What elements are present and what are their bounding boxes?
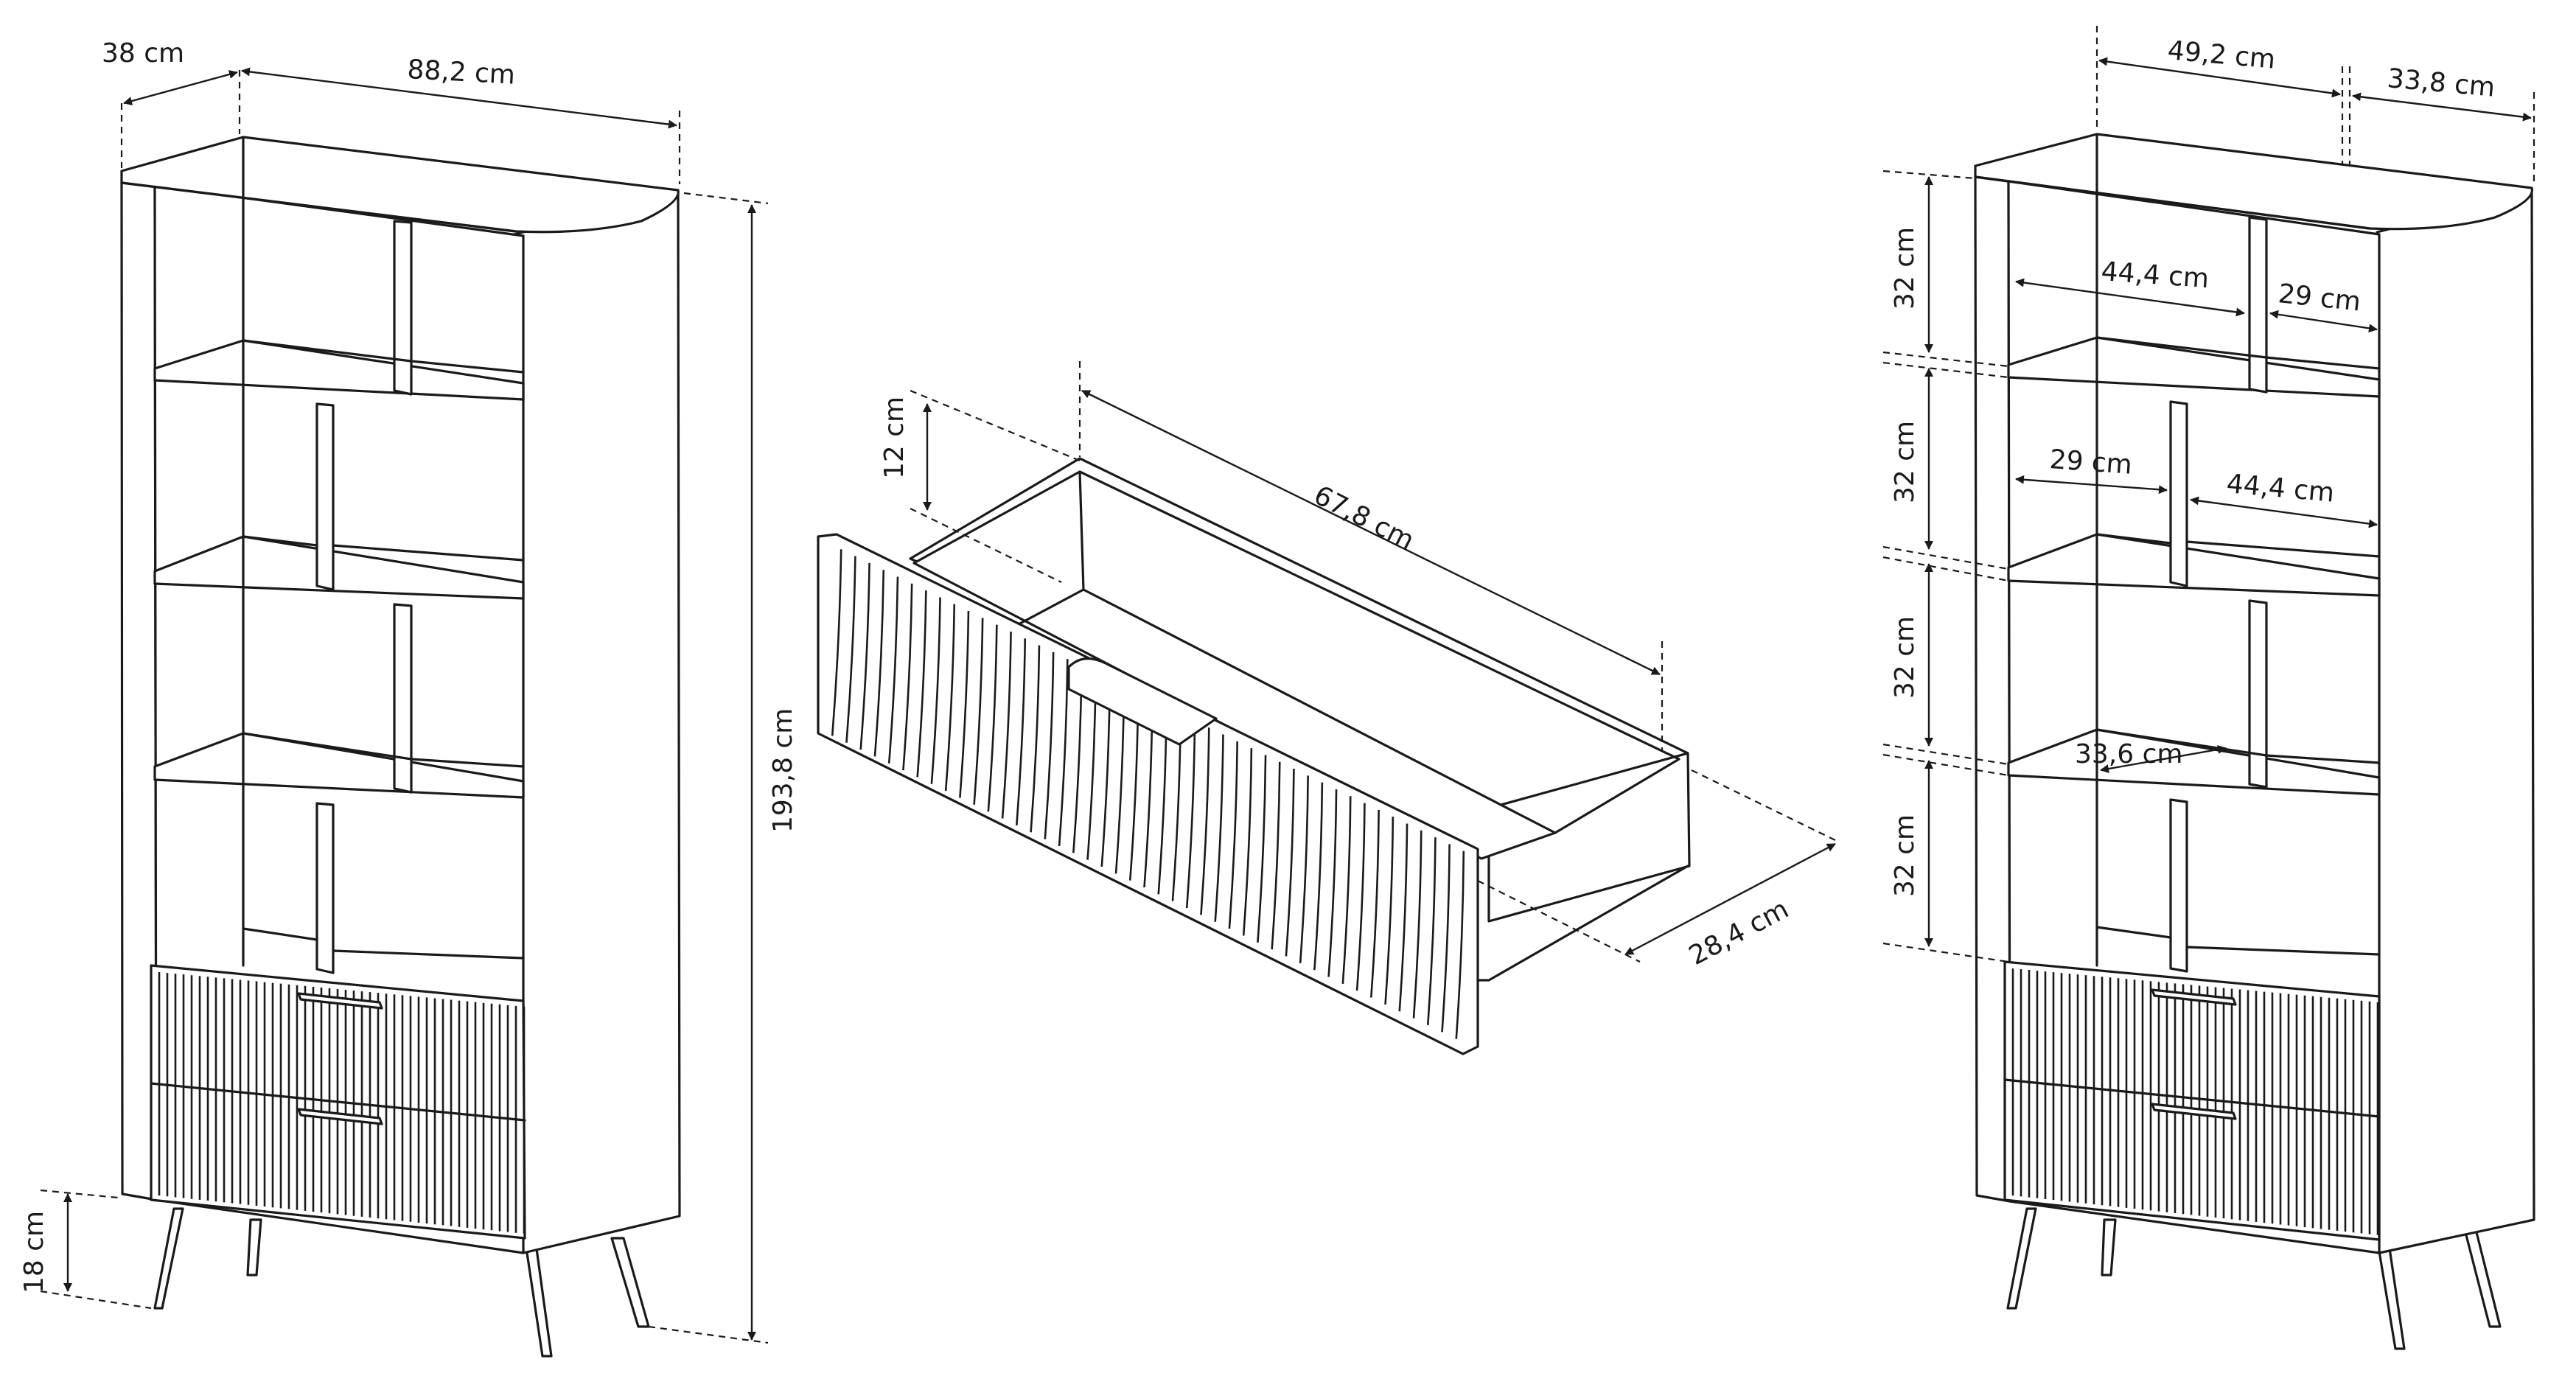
right-compartment-height-4: 32 cm (1890, 814, 1920, 897)
row2-left-width-label: 29 cm (2048, 444, 2133, 481)
right-shelf-1 (2007, 336, 2381, 398)
left-dimensions: 38 cm 88,2 cm 193,8 cm 18 cm (19, 38, 798, 1344)
right-leg-front (2006, 1207, 2037, 1310)
left-divider-3 (393, 603, 413, 794)
right-depth-label: 33,8 cm (2386, 63, 2496, 103)
drawer-length-label: 67,8 cm (1309, 480, 1419, 556)
right-leg-right (2464, 1231, 2502, 1328)
right-top (1974, 133, 2533, 231)
right-drawer-handle-bottom (2151, 1103, 2237, 1120)
right-divider-1 (2248, 216, 2268, 394)
row3-depth-label: 33,6 cm (2075, 739, 2182, 769)
left-leg-right (610, 1237, 650, 1328)
left-shelf-3 (153, 732, 525, 799)
right-width-label: 49,2 cm (2166, 35, 2276, 75)
left-drawer-handle-top (297, 992, 383, 1010)
drawer-front-panel (817, 533, 1479, 1055)
left-leg-mid (523, 1237, 553, 1358)
right-drawer-flutes (2011, 968, 2379, 1235)
right-leg-mid (2376, 1237, 2406, 1350)
right-drawer-handle-top (2151, 988, 2237, 1006)
left-drawer-handle-bottom (297, 1108, 383, 1125)
right-divider-2 (2169, 400, 2188, 587)
row1-left-width-label: 44,4 cm (2100, 256, 2210, 294)
right-compartment-height-1: 32 cm (1890, 227, 1920, 310)
right-divider-3 (2248, 599, 2268, 789)
left-depth-label: 38 cm (102, 38, 184, 69)
left-divider-1 (393, 220, 413, 396)
right-shelf-2 (2007, 533, 2381, 597)
left-divider-2 (315, 402, 335, 591)
left-width-label: 88,2 cm (407, 55, 516, 91)
drawer-illustration (817, 457, 1691, 1055)
right-side-panel (2376, 192, 2535, 1254)
right-compartment-height-3: 32 cm (1890, 616, 1920, 699)
left-divider-4 (315, 802, 335, 974)
left-leg-height-label: 18 cm (19, 1211, 49, 1293)
left-shelf-1 (153, 339, 525, 401)
drawer-depth-label: 28,4 cm (1684, 894, 1794, 971)
right-divider-4 (2169, 798, 2188, 973)
left-leg-front (153, 1207, 184, 1310)
drawer-front-flutes (831, 549, 1465, 1039)
left-height-label: 193,8 cm (768, 708, 798, 833)
right-bookcase (1974, 133, 2535, 1350)
drawer-height-label: 12 cm (879, 397, 910, 479)
left-side-panel (507, 192, 681, 1254)
left-top (120, 136, 680, 234)
right-compartment-height-2: 32 cm (1890, 421, 1920, 503)
left-leg-back (246, 1218, 262, 1277)
right-leg-back (2101, 1218, 2117, 1277)
left-shelf-2 (153, 535, 525, 600)
left-bookcase (120, 136, 681, 1358)
